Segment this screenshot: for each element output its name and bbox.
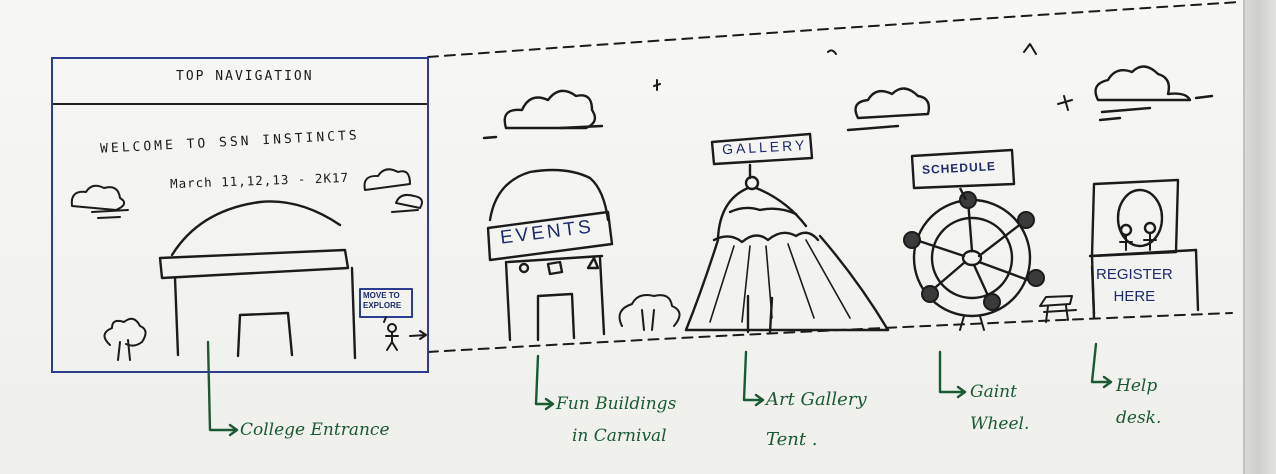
events-building — [488, 168, 610, 342]
gallery-tent — [684, 163, 890, 334]
note-help-desk-line-1: Help — [1116, 376, 1158, 396]
register-line-1: REGISTER — [1096, 266, 1173, 283]
whiteboard-frame — [1243, 0, 1276, 474]
cloud-1 — [503, 89, 597, 130]
note-giant-wheel-line-2: Wheel. — [970, 414, 1030, 434]
explore-sign-line-1: MOVE TO — [363, 291, 400, 300]
explore-sign[interactable]: MOVE TO EXPLORE — [363, 291, 401, 311]
giant-wheel — [912, 198, 1032, 331]
note-help-desk-line-2: desk. — [1116, 408, 1162, 428]
register-here-sign[interactable]: REGISTER HERE — [1096, 264, 1173, 308]
cloud-left — [70, 184, 126, 211]
arrow-help-desk — [1090, 342, 1113, 389]
bench — [1039, 295, 1077, 323]
register-line-2: HERE — [1113, 288, 1156, 305]
note-art-gallery-line-1: Art Gallery — [766, 389, 867, 410]
note-art-gallery: Art Gallery Tent . — [766, 380, 867, 460]
cloud-right — [363, 168, 411, 191]
note-fun-buildings-line-2: in Carnival — [572, 426, 667, 446]
wireframe-top-nav — [53, 59, 427, 105]
schedule-sign-board — [910, 148, 1016, 201]
note-giant-wheel-line-1: Gaint — [970, 382, 1017, 402]
note-giant-wheel: Gaint Wheel. — [970, 376, 1029, 440]
tree-left — [103, 317, 147, 361]
note-fun-buildings-line-1: Fun Buildings — [556, 394, 677, 414]
explore-sign-line-2: EXPLORE — [363, 301, 402, 310]
note-help-desk: Help desk. — [1116, 370, 1161, 434]
sky-dashed-line — [427, 1, 1241, 58]
ground-dashed-line — [427, 312, 1233, 353]
homepage-wireframe — [51, 57, 429, 373]
college-building — [158, 200, 357, 360]
gallery-sign-board — [710, 132, 814, 166]
arrow-giant-wheel — [938, 350, 967, 399]
note-art-gallery-line-2: Tent . — [766, 429, 818, 450]
top-navigation-label: TOP NAVIGATION — [176, 69, 314, 84]
cloud-2 — [854, 87, 931, 120]
cloud-3 — [1094, 65, 1192, 102]
note-college-entrance: College Entrance — [240, 420, 390, 440]
arrow-fun-buildings — [534, 354, 555, 411]
events-sign-board — [486, 210, 614, 262]
note-fun-buildings: Fun Buildings in Carnival — [556, 388, 676, 452]
register-board-lines — [1090, 265, 1096, 315]
tree-middle — [618, 294, 681, 331]
arrow-art-gallery — [742, 350, 765, 407]
